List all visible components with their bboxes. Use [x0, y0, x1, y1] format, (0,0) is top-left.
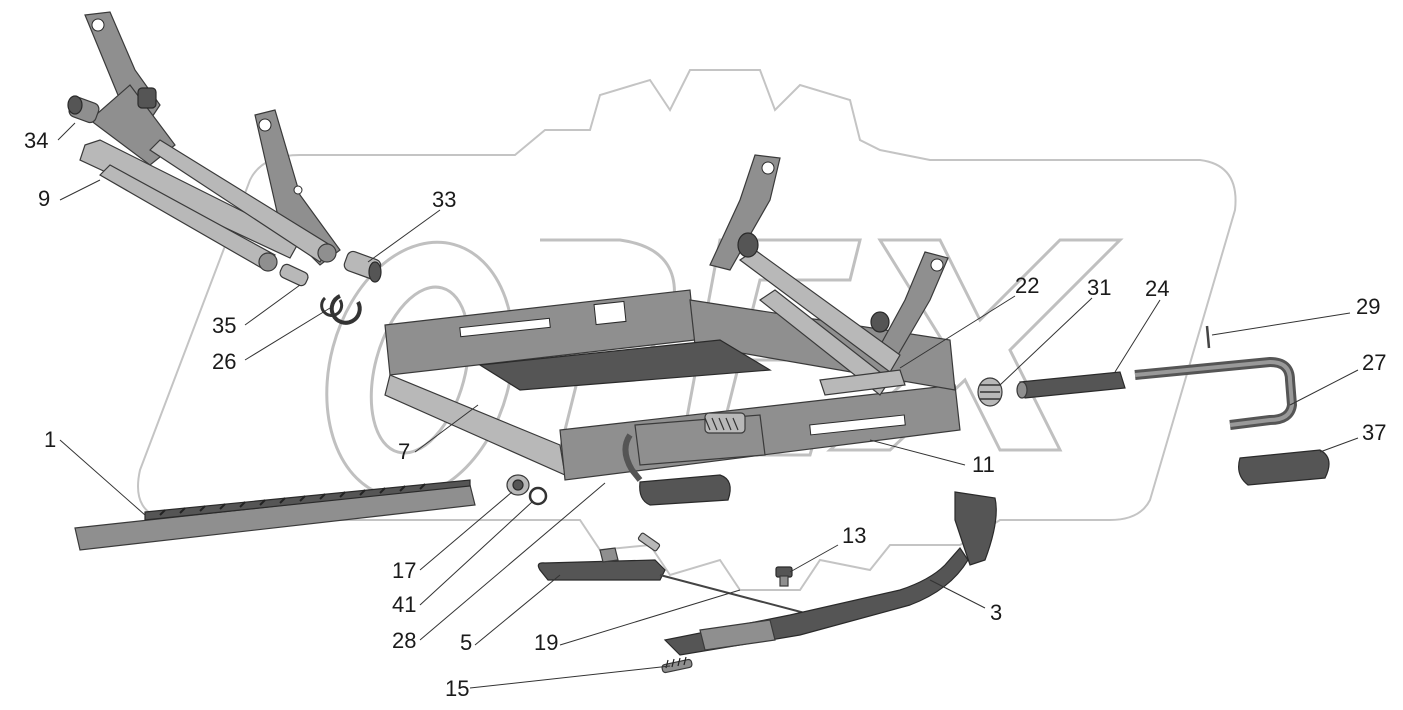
part-labels: 34 9 33 35 26 1 7 17 41 28 5 19 15 13 3 …	[24, 128, 1386, 701]
label-11: 11	[972, 452, 995, 477]
part-26-retaining-ring	[320, 294, 362, 325]
frame-handle-knob	[639, 474, 731, 506]
label-7: 7	[398, 439, 410, 464]
part-19-rod	[637, 532, 821, 618]
part-5-lever-plate	[537, 547, 666, 581]
label-29: 29	[1356, 294, 1380, 319]
label-33: 33	[432, 187, 456, 212]
label-5: 5	[460, 630, 472, 655]
label-31: 31	[1087, 275, 1111, 300]
label-28: 28	[392, 628, 416, 653]
label-35: 35	[212, 313, 236, 338]
label-17: 17	[392, 558, 416, 583]
part-13-screw	[775, 566, 793, 587]
part-29-pin	[1205, 325, 1211, 349]
part-37-handle-grip	[1238, 449, 1330, 486]
part-35-pin	[279, 263, 309, 287]
part-41-ring	[528, 486, 548, 506]
leader-lines	[57, 122, 1359, 689]
part-34-bolt	[67, 95, 100, 124]
part-15-spring	[661, 656, 693, 674]
label-1: 1	[44, 427, 56, 452]
part-24-tube	[1016, 371, 1126, 399]
part-27-crank-rod	[1134, 357, 1297, 430]
label-34: 34	[24, 128, 48, 153]
part-33-bushing	[343, 250, 382, 283]
part-3-pedal-lever	[663, 491, 997, 656]
label-13: 13	[842, 523, 866, 548]
watermark-gear	[137, 69, 1237, 591]
part-31-spring	[977, 377, 1003, 407]
label-15: 15	[445, 676, 469, 701]
label-41: 41	[392, 592, 416, 617]
part-9-bracket-assembly	[79, 11, 341, 272]
label-24: 24	[1145, 276, 1169, 301]
part-17-bushing	[506, 474, 530, 496]
label-9: 9	[38, 186, 50, 211]
label-3: 3	[990, 600, 1002, 625]
label-37: 37	[1362, 420, 1386, 445]
label-22: 22	[1015, 273, 1039, 298]
label-19: 19	[534, 630, 558, 655]
label-27: 27	[1362, 350, 1386, 375]
part-1-rail	[74, 479, 476, 551]
frame-right-brackets	[709, 154, 949, 396]
part-11-latch-assembly	[622, 412, 766, 482]
label-26: 26	[212, 349, 236, 374]
part-22-link	[819, 369, 906, 396]
